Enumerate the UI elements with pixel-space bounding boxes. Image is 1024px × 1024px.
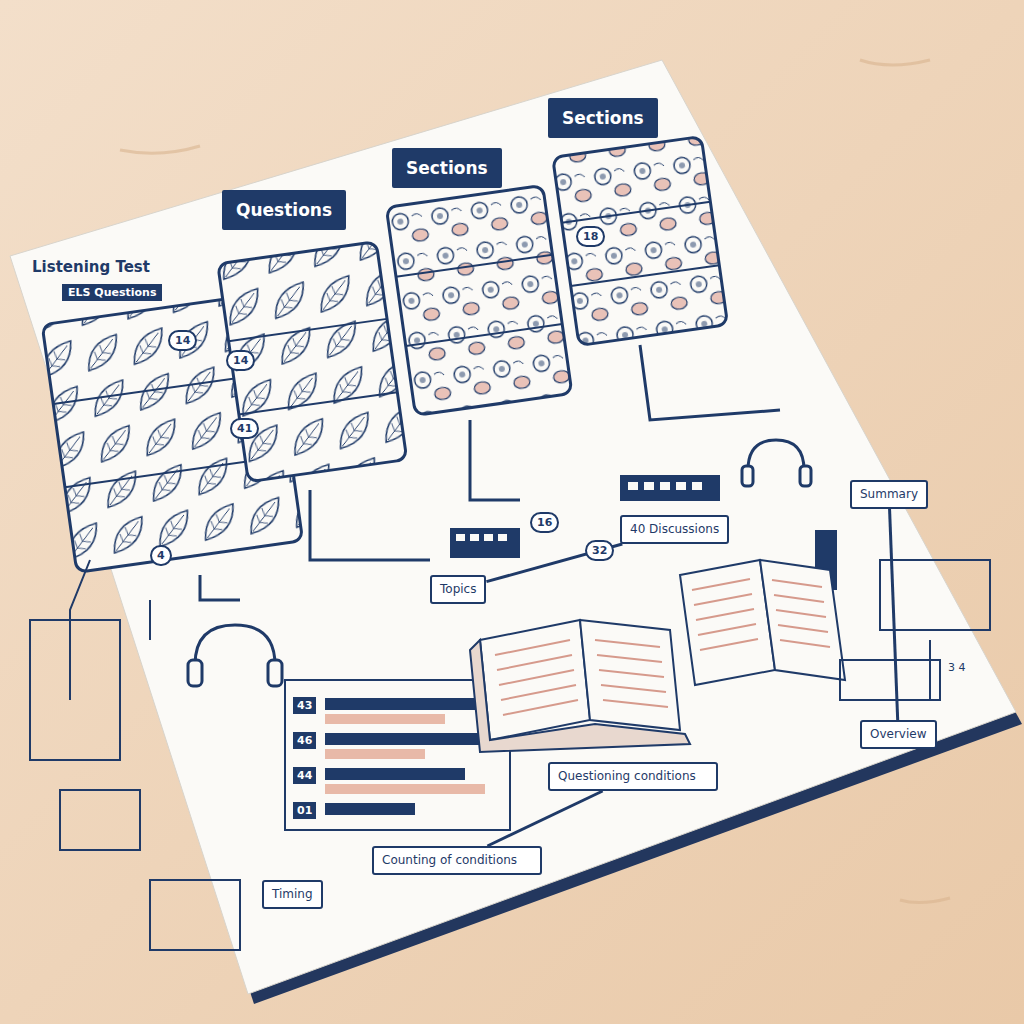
sheet-title: Listening Test — [30, 258, 152, 276]
callout-number: 16 — [530, 512, 559, 533]
info-box: Questioning conditions — [548, 762, 718, 791]
callout-number: 14 — [168, 330, 197, 351]
box-text: Summary — [860, 487, 918, 502]
info-box: 40 Discussions — [620, 515, 729, 544]
info-box: Timing — [262, 880, 323, 909]
connector-line — [890, 509, 898, 720]
callout-number: 14 — [226, 350, 255, 371]
bar-value: 01 — [293, 802, 316, 819]
info-box: Counting of conditions — [372, 846, 542, 875]
info-box: Overview — [860, 720, 937, 749]
section-header: Sections — [392, 148, 502, 188]
box-text: Sections — [406, 158, 488, 178]
info-box: Summary — [850, 480, 928, 509]
callout-number: 32 — [585, 540, 614, 561]
sheet-label: ELS Questions — [62, 284, 162, 301]
bar-value: 44 — [293, 767, 316, 784]
box-text: 40 Discussions — [630, 522, 719, 537]
info-box: Topics — [430, 575, 486, 604]
callout-number: 4 — [150, 545, 172, 566]
sheet-label: 3 4 — [945, 660, 969, 675]
callout-number: 18 — [576, 226, 605, 247]
box-text: Questions — [236, 200, 332, 220]
section-header: Questions — [222, 190, 346, 230]
callout-number: 41 — [230, 418, 259, 439]
box-text: Overview — [870, 727, 927, 742]
section-header: Sections — [548, 98, 658, 138]
bar-value: 46 — [293, 732, 316, 749]
bar-value: 43 — [293, 697, 316, 714]
box-text: Topics — [440, 582, 476, 597]
connector-line — [487, 791, 602, 846]
box-text: Sections — [562, 108, 644, 128]
box-text: Counting of conditions — [382, 853, 532, 868]
box-text: Questioning conditions — [558, 769, 708, 784]
box-text: Timing — [272, 887, 313, 902]
